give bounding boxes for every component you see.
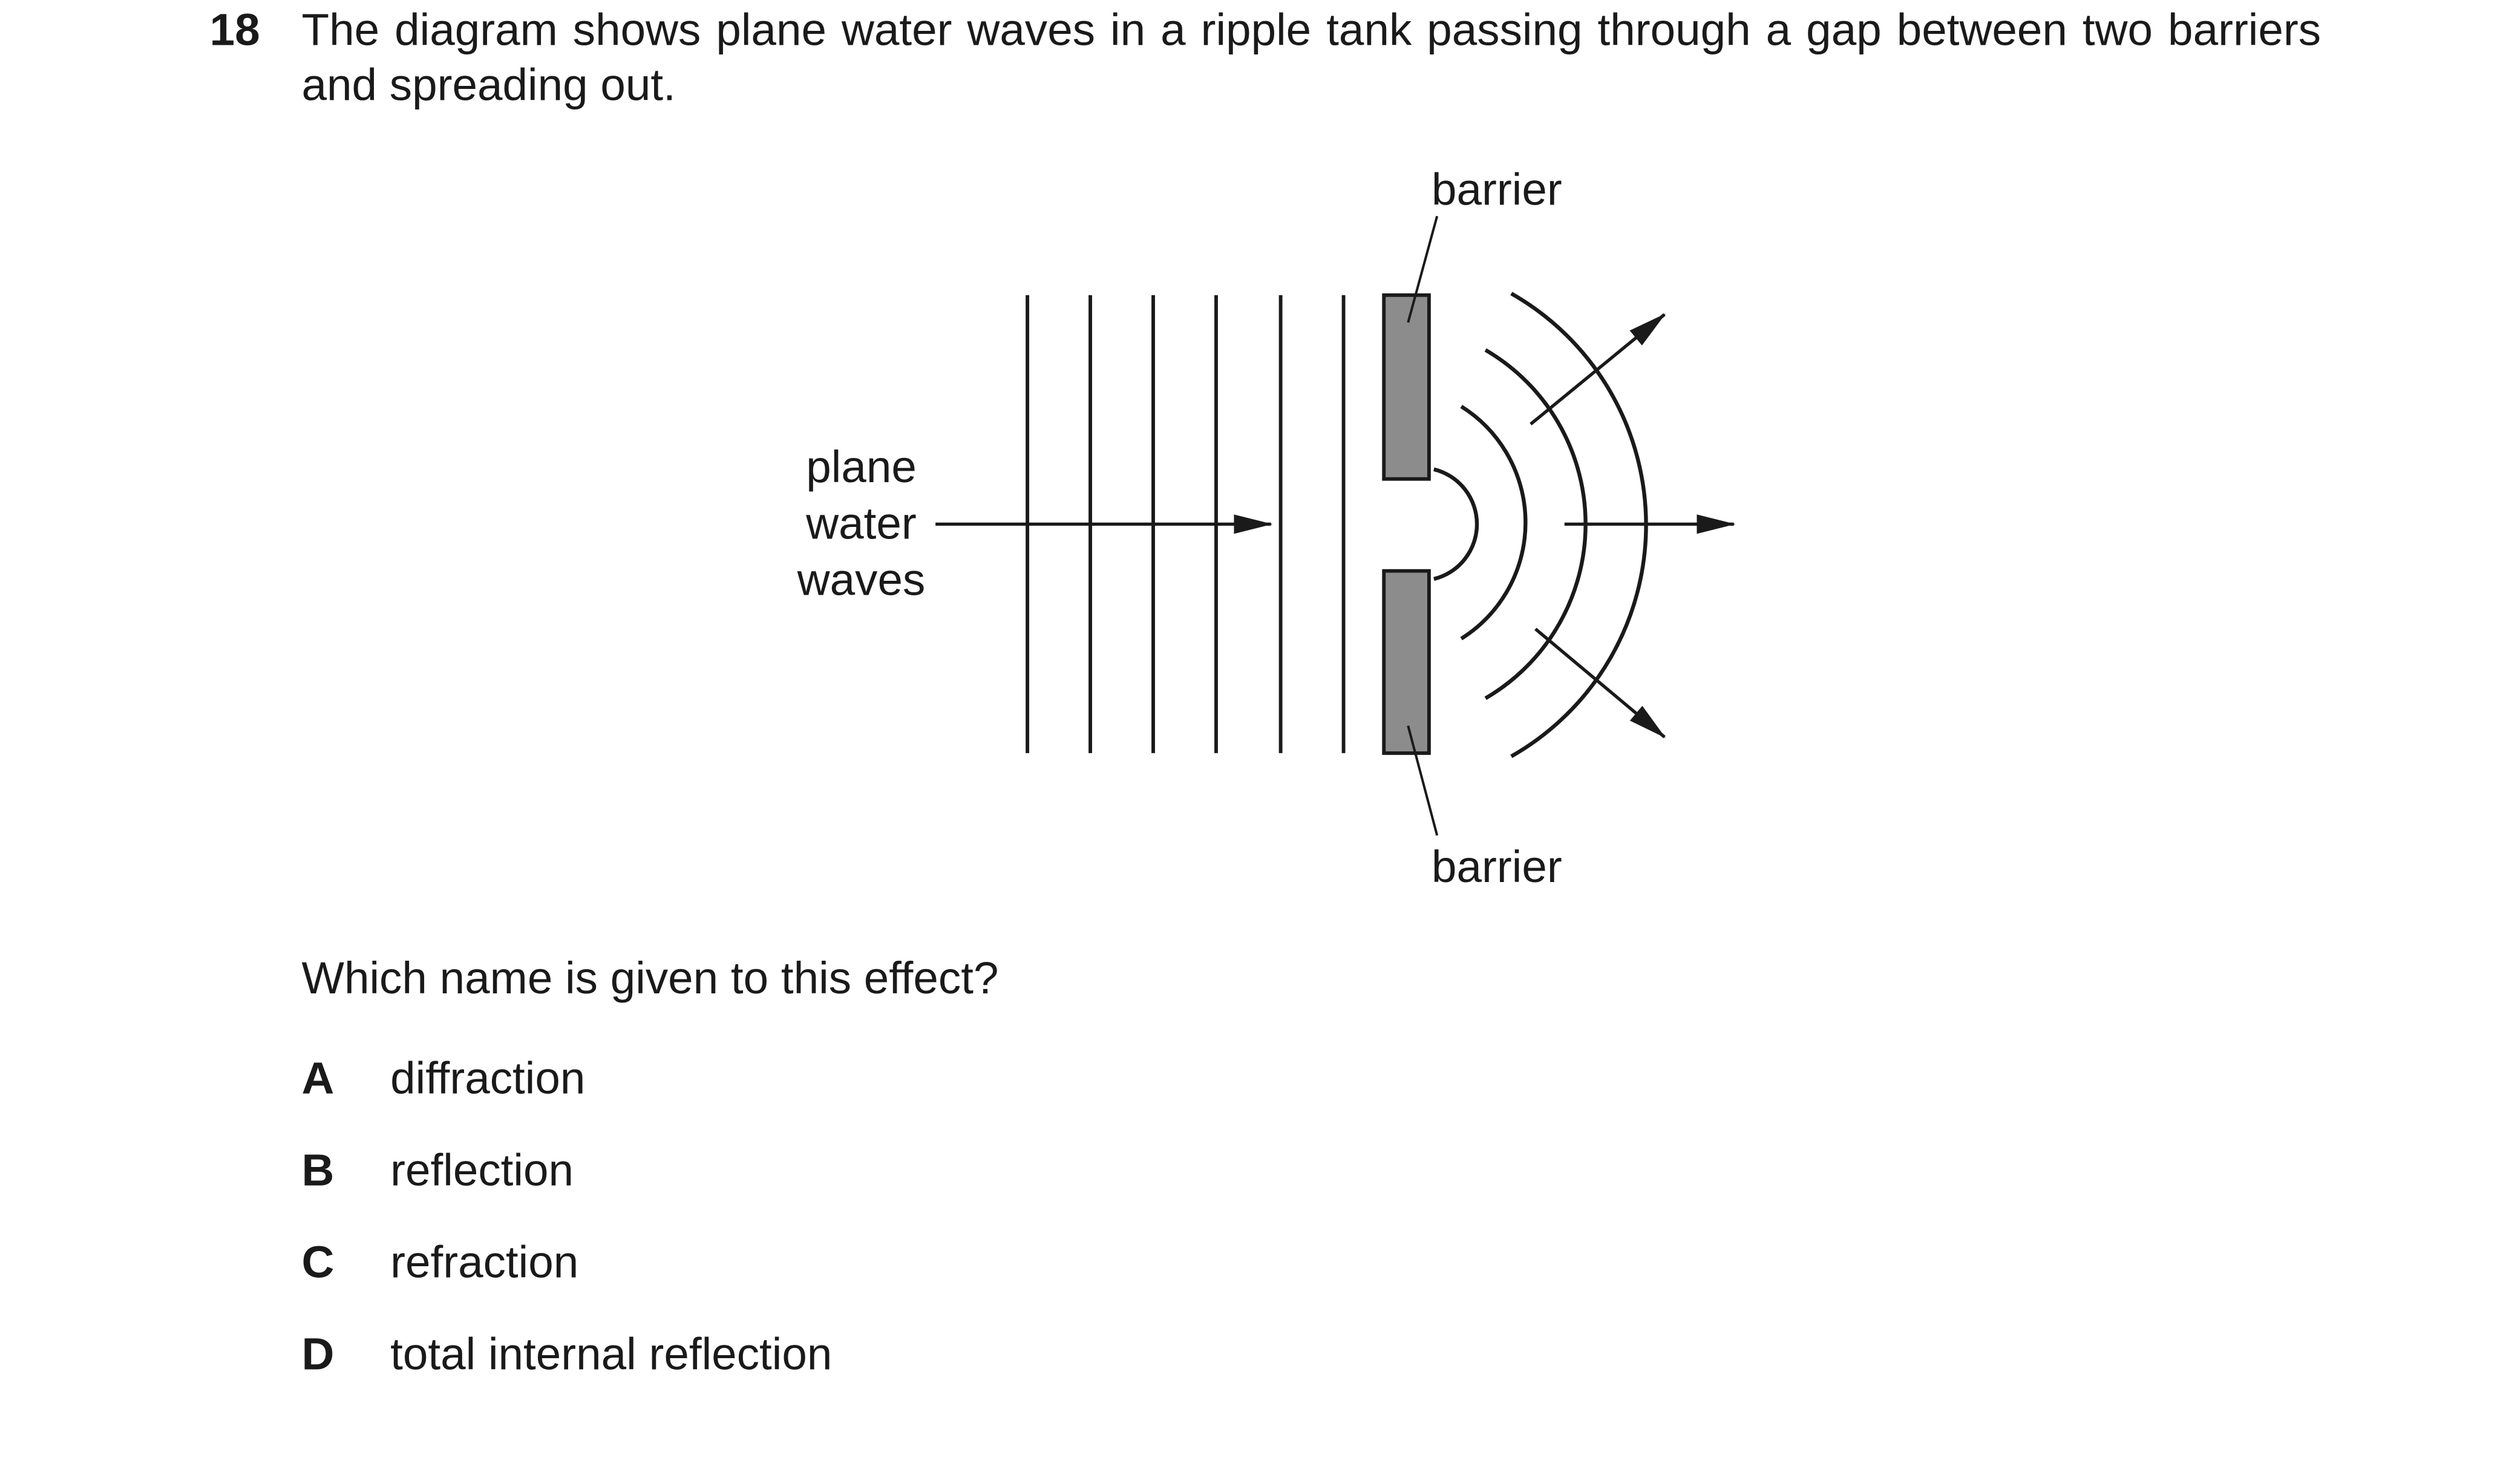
question-number: 18 [209,4,260,55]
question-prompt: Which name is given to this effect? [301,953,999,1004]
barrier-bottom-leader [1407,725,1439,836]
option-a-letter: A [301,1053,335,1103]
option-c-text: refraction [390,1237,579,1287]
label-water: water [805,497,916,548]
question-stem: The diagram shows plane water waves in a… [301,4,2322,110]
option-b-text: reflection [390,1145,574,1195]
barrier-bottom [1382,569,1431,755]
circular-wavefront [1460,405,1528,641]
option-c-letter: C [301,1237,335,1287]
label-barrier-bottom: barrier [1432,841,1562,892]
spread-arrow-up [1530,313,1666,426]
label-waves: waves [797,554,926,605]
spread-arrow-down [1534,627,1666,739]
option-d-text: total internal reflection [390,1329,833,1379]
barrier-top [1382,293,1431,481]
barrier-top-leader [1407,215,1439,323]
option-a-text: diffraction [390,1053,586,1103]
label-barrier-top: barrier [1432,164,1562,215]
option-d-letter: D [301,1329,335,1379]
label-plane: plane [806,441,917,492]
option-b-letter: B [301,1145,335,1195]
circular-wavefront [1433,467,1479,581]
